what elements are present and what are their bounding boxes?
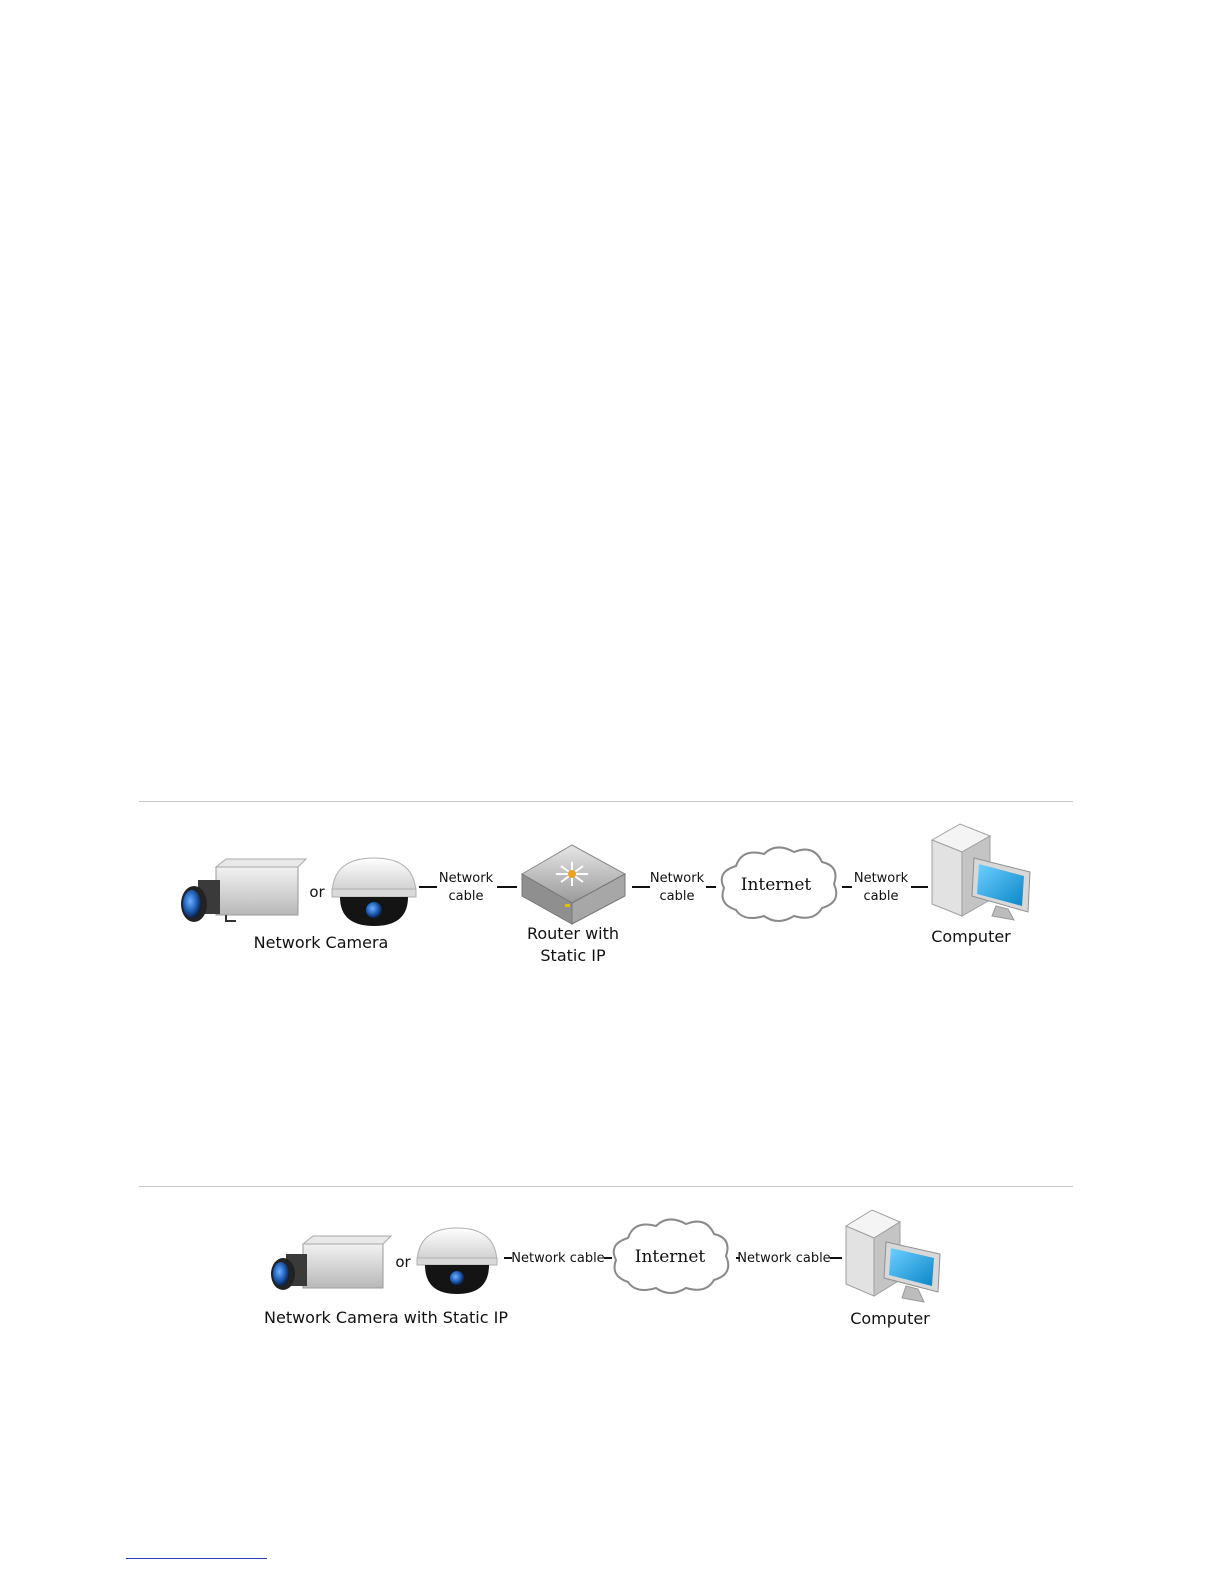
- network-cable-3: Network cable: [842, 871, 928, 904]
- router-label-line1: Router with: [527, 924, 619, 943]
- cable-label-1a: Network: [439, 871, 494, 886]
- network-diagram-static-ip: or Network Camera with Static IP Network…: [0, 1196, 1224, 1346]
- internet-label-2: Internet: [635, 1247, 706, 1267]
- computer-label: Computer: [931, 927, 1011, 946]
- dome-camera-icon-2: [417, 1228, 497, 1294]
- router-icon: [522, 845, 625, 924]
- network-cable-1: Network cable: [419, 871, 517, 904]
- router-label-line2: Static IP: [540, 946, 606, 965]
- cable-label-2-1: Network cable: [511, 1251, 604, 1266]
- cable-label-3b: cable: [864, 889, 899, 904]
- cable-label-2-2: Network cable: [737, 1251, 830, 1266]
- box-camera-icon-2: [271, 1236, 391, 1290]
- network-diagram-router: or Network Camera Network cable Router w…: [0, 810, 1224, 980]
- camera-label-2: Network Camera with Static IP: [264, 1308, 508, 1327]
- footnote-separator: [126, 1558, 267, 1559]
- computer-icon: [932, 824, 1030, 920]
- internet-label: Internet: [741, 875, 812, 895]
- cable-label-2b: cable: [660, 889, 695, 904]
- or-label: or: [309, 883, 325, 901]
- network-cable-2: Network cable: [632, 871, 716, 904]
- box-camera-icon: [181, 859, 306, 922]
- section-divider-bottom: [139, 1186, 1073, 1187]
- cable-label-1b: cable: [449, 889, 484, 904]
- network-cable-2-2: Network cable: [736, 1251, 842, 1266]
- section-divider-top: [139, 801, 1073, 802]
- computer-icon-2: [846, 1210, 940, 1302]
- cable-label-3a: Network: [854, 871, 909, 886]
- dome-camera-icon: [332, 858, 416, 926]
- network-cable-2-1: Network cable: [504, 1251, 612, 1266]
- camera-label: Network Camera: [254, 933, 389, 952]
- cable-label-2a: Network: [650, 871, 705, 886]
- or-label-2: or: [395, 1253, 411, 1271]
- computer-label-2: Computer: [850, 1309, 930, 1328]
